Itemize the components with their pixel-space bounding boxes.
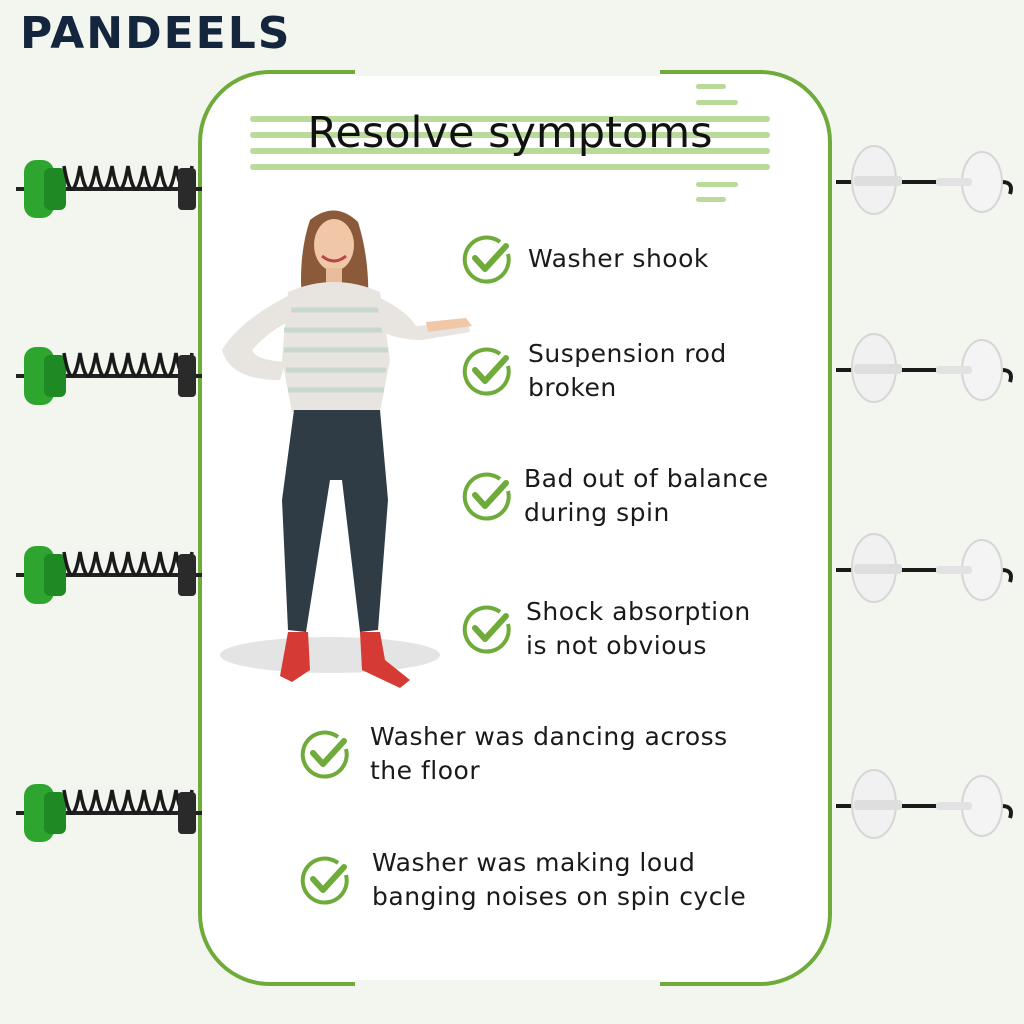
suspension-spring-image [16, 160, 202, 218]
symptom-item: Shock absorption is not obvious [460, 595, 751, 663]
check-circle-icon [300, 730, 349, 779]
symptom-text: Bad out of balance during spin [524, 464, 769, 527]
check-circle-icon [300, 856, 349, 905]
suspension-spring-image [16, 546, 202, 604]
brand-logo: PANDEELS [20, 8, 292, 59]
suspension-rod-image [836, 333, 1013, 403]
card-border-gap-bottom [355, 980, 660, 994]
check-circle-icon [462, 605, 511, 654]
page-title: Resolve symptoms [307, 108, 713, 158]
symptom-text: Suspension rod broken [528, 339, 727, 402]
symptom-text: Washer was making loud banging noises on… [372, 848, 747, 911]
symptom-text: Washer shook [528, 244, 709, 273]
symptom-text: Shock absorption is not obvious [526, 597, 751, 660]
suspension-rod-image [836, 533, 1013, 603]
suspension-spring-image [16, 784, 202, 842]
symptom-item: Washer was dancing across the floor [298, 720, 728, 788]
symptom-text: Washer was dancing across the floor [370, 722, 728, 785]
symptom-item: Bad out of balance during spin [460, 462, 769, 530]
woman-presenting-illustration [220, 210, 472, 688]
suspension-spring-image [16, 347, 202, 405]
card-border-gap-top [355, 62, 660, 76]
check-circle-icon [462, 235, 511, 284]
check-circle-icon [462, 347, 511, 396]
symptom-item: Suspension rod broken [460, 337, 727, 405]
suspension-rod-image [836, 145, 1013, 215]
symptom-item: Washer was making loud banging noises on… [298, 846, 746, 914]
check-circle-icon [462, 472, 511, 521]
symptom-item: Washer shook [460, 232, 709, 286]
suspension-rod-image [836, 769, 1013, 839]
